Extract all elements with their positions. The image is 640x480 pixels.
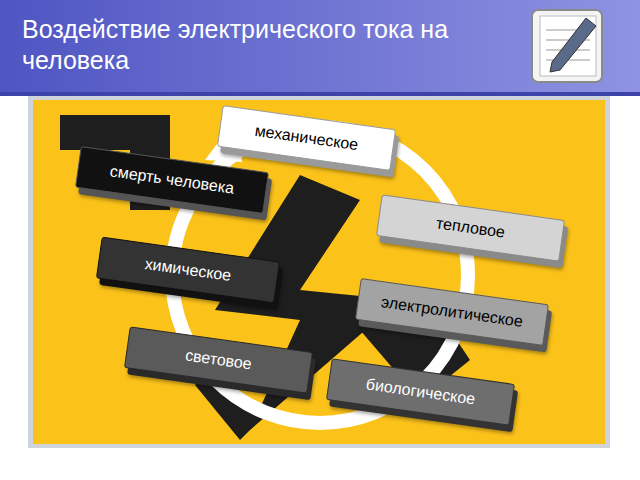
effect-label: биологическое (365, 375, 476, 407)
notebook-icon (532, 10, 602, 82)
effect-label: смерть человека (109, 162, 235, 196)
slide-title: Воздействие электрического тока на челов… (22, 14, 512, 76)
effect-label: электролитическое (380, 293, 524, 330)
yellow-panel (33, 100, 605, 444)
effect-label: световое (184, 346, 253, 372)
effect-label: химическое (144, 255, 233, 284)
title-bar (0, 0, 640, 92)
effect-label: механическое (254, 122, 360, 153)
title-rule (0, 92, 640, 96)
effect-label: тепловое (435, 214, 506, 240)
panel-frame (28, 96, 610, 448)
